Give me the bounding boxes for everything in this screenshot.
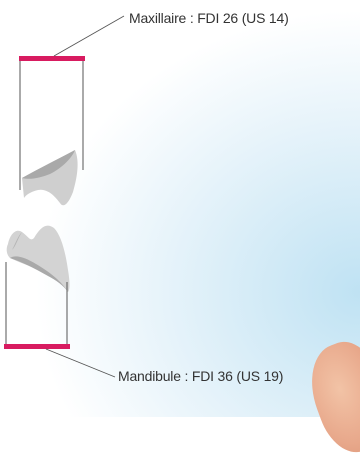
diagram-canvas <box>0 0 360 417</box>
lower-tooth <box>7 226 70 292</box>
upper-leader-line <box>54 16 124 56</box>
upper-bar <box>19 56 85 61</box>
upper-tooth <box>22 150 78 205</box>
upper-label: Maxillaire : FDI 26 (US 14) <box>129 10 289 26</box>
lower-label: Mandibule : FDI 36 (US 19) <box>118 368 283 384</box>
lower-leader-line <box>46 349 115 377</box>
lower-bar <box>4 344 70 349</box>
